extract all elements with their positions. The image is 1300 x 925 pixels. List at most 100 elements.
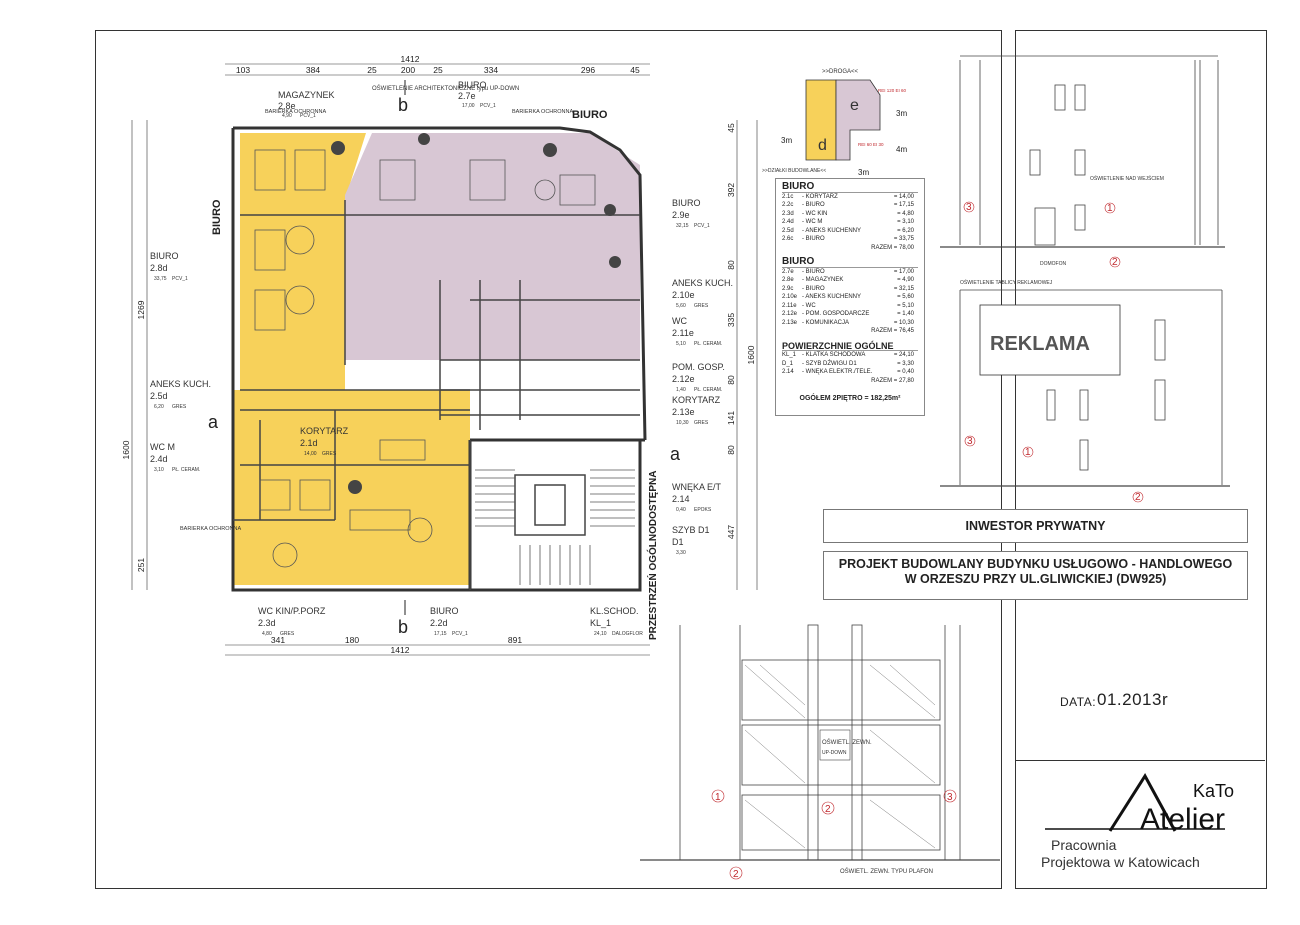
schedule-row: 2.2c- BIURO= 17,15 bbox=[782, 201, 918, 210]
schedule-cell-name: - WC KIN bbox=[802, 210, 828, 217]
elevation-bottom: OŚWIETL. ZEWN. UP-DOWN OŚWIETL. ZEWN. TY… bbox=[640, 624, 1000, 880]
sheet-frame bbox=[95, 30, 1002, 889]
schedule-row: 2.6c- BIURO= 33,75 bbox=[782, 235, 918, 244]
schedule-row: 2.10e- ANEKS KUCHENNY= 5,60 bbox=[782, 293, 918, 302]
svg-text:2.4d: 2.4d bbox=[150, 454, 168, 464]
svg-text:WNĘKA E/T: WNĘKA E/T bbox=[672, 482, 722, 492]
logo-box: KaTo Atelier Pracownia Projektowa w Kato… bbox=[1015, 760, 1265, 888]
schedule-total: RAZEM = 27,80 bbox=[871, 377, 914, 384]
dim-left-2: 251 bbox=[136, 558, 146, 572]
schedule-cell-value: = 3,30 bbox=[897, 360, 914, 367]
schedule-cell-code: 2.10e bbox=[782, 294, 798, 300]
zone-white-core bbox=[345, 360, 470, 390]
date-label: DATA: bbox=[1060, 695, 1097, 709]
schedule-row: 2.14- WNĘKA ELEKTR./TELE.= 0,40 bbox=[782, 368, 918, 377]
logo-small-text: KaTo bbox=[1193, 781, 1234, 801]
schedule-row: 2.4d- WC M= 3,10 bbox=[782, 218, 918, 227]
dim-right-5: 141 bbox=[726, 411, 736, 425]
elev-top-markers: 1 2 3 bbox=[963, 201, 1121, 268]
plant-icon bbox=[331, 141, 345, 155]
schedule-cell-value: = 1,40 bbox=[897, 311, 914, 317]
room-tag: MAGAZYNEK 2.8e 4,90 PCV_1 bbox=[278, 90, 335, 119]
logo-sub-1: Pracownia bbox=[1051, 837, 1117, 853]
side-label-biuro: BIURO bbox=[211, 199, 223, 235]
svg-text:10,30: 10,30 bbox=[676, 420, 689, 426]
dim-right-total: 1600 bbox=[746, 345, 756, 364]
schedule-row: 2.9c- BIURO= 32,15 bbox=[782, 285, 918, 294]
schedule-cell-value: = 4,90 bbox=[897, 277, 914, 283]
dim-total-bottom: 1412 bbox=[391, 645, 410, 655]
top-label-biuro: BIURO bbox=[572, 109, 608, 121]
elev-mid-top-label: OŚWIETLENIE TABLICY REKLAMOWEJ bbox=[960, 278, 1053, 286]
schedule-row: 2.8e- MAGAZYNEK= 4,90 bbox=[782, 276, 918, 285]
svg-text:2.12e: 2.12e bbox=[672, 374, 695, 384]
schedule-grand-total: OGÓŁEM 2PIĘTRO = 182,25m² bbox=[799, 395, 901, 402]
marker: 3 bbox=[967, 436, 973, 447]
elev-bottom-plafon-label: OŚWIETL. ZEWN. TYPU PLAFON bbox=[840, 867, 933, 875]
room-tag: WNĘKA E/T 2.14 0,40 EPOKS bbox=[672, 482, 722, 513]
elev-mid-markers: 1 2 3 bbox=[964, 435, 1144, 503]
schedule-row: 2.11e- WC= 5,10 bbox=[782, 302, 918, 311]
key-plan: >>DROGA<< d e 3m 3m 4m 3m REI 120 EI 60 … bbox=[762, 69, 907, 177]
elevation-top bbox=[940, 55, 1225, 248]
atelier-logo-icon: KaTo Atelier bbox=[1045, 773, 1234, 836]
schedule-cell-name: - BIURO bbox=[802, 202, 825, 208]
zone-purple bbox=[345, 133, 640, 360]
schedule-row: D_1- SZYB DŹWIGU D1= 3,30 bbox=[782, 360, 918, 369]
barrier-label-1: BARIERKA OCHRONNA bbox=[265, 109, 326, 115]
schedule-cell-name: - KLATKA SCHODOWA bbox=[802, 352, 866, 358]
key-dim-2: 4m bbox=[896, 145, 907, 154]
schedule-row: 2.12e- POM. GOSPODARCZE= 1,40 bbox=[782, 310, 918, 319]
svg-text:BIURO: BIURO bbox=[150, 251, 179, 261]
svg-text:KL.SCHOD.: KL.SCHOD. bbox=[590, 606, 639, 616]
svg-text:D1: D1 bbox=[672, 537, 684, 547]
barrier-label-3: BARIERKA OCHRONNA bbox=[180, 526, 241, 532]
svg-text:2.8e: 2.8e bbox=[278, 101, 296, 111]
schedule-row: 2.5d- ANEKS KUCHENNY= 6,20 bbox=[782, 227, 918, 236]
dim-right-7: 447 bbox=[726, 525, 736, 539]
section-b-bottom: b bbox=[398, 617, 408, 637]
schedule-cell-code: 2.13e bbox=[782, 319, 798, 326]
schedule-cell-name: - WC M bbox=[802, 219, 823, 225]
dim-right-0: 45 bbox=[726, 123, 736, 133]
logo-big-text: Atelier bbox=[1140, 803, 1225, 836]
section-b-top: b bbox=[398, 95, 408, 115]
schedule-section-title: BIURO bbox=[782, 182, 918, 193]
schedule-row: 2.13e- KOMUNIKACJA= 10,30 bbox=[782, 319, 918, 328]
schedule-cell-value: = 14,00 bbox=[893, 193, 914, 200]
schedule-row: KL_1- KLATKA SCHODOWA= 24,10 bbox=[782, 351, 918, 360]
schedule-cell-value: = 24,10 bbox=[893, 352, 914, 358]
room-tag: BIURO 2.9e 32,15 PCV_1 bbox=[672, 198, 710, 229]
room-tag: POM. GOSP. 2.12e 1,40 PŁ. CERAM. bbox=[672, 362, 725, 393]
svg-text:5,10: 5,10 bbox=[676, 341, 686, 347]
room-tag: WC 2.11e 5,10 PŁ. CERAM. bbox=[672, 316, 722, 347]
svg-text:ANEKS KUCH.: ANEKS KUCH. bbox=[150, 379, 211, 389]
plant-icons bbox=[331, 133, 621, 494]
room-tag: WC KIN/P.PORZ 2.3d 4,80 GRES bbox=[258, 606, 326, 637]
schedule-cell-name: - BIURO bbox=[802, 285, 825, 292]
schedule-cell-code: 2.6c bbox=[782, 236, 794, 242]
svg-text:PCV_1: PCV_1 bbox=[300, 113, 316, 119]
elev-top-light-label: OŚWIETLENIE NAD WEJŚCIEM bbox=[1090, 174, 1164, 182]
room-tag: WC M 2.4d 3,10 PŁ. CERAM. bbox=[150, 442, 200, 473]
schedule-cell-value: = 5,10 bbox=[897, 302, 914, 309]
schedule-cell-name: - WC bbox=[802, 302, 816, 309]
schedule-cell-value: = 0,40 bbox=[897, 369, 914, 375]
svg-text:1,40: 1,40 bbox=[676, 387, 686, 393]
marker: 3 bbox=[947, 792, 953, 803]
plant-icon bbox=[609, 256, 621, 268]
svg-text:2.7e: 2.7e bbox=[458, 91, 476, 101]
schedule-cell-name: - BIURO bbox=[802, 236, 825, 242]
svg-text:GRES: GRES bbox=[694, 303, 709, 309]
elevation-mid bbox=[940, 289, 1230, 487]
svg-text:24,10: 24,10 bbox=[594, 631, 607, 637]
dim-right-3: 335 bbox=[726, 313, 736, 327]
sheet-frame-right bbox=[1015, 30, 1267, 889]
marker: 1 bbox=[1107, 203, 1113, 214]
furniture bbox=[254, 149, 596, 568]
svg-text:2.9e: 2.9e bbox=[672, 210, 690, 220]
svg-text:17,00: 17,00 bbox=[462, 103, 475, 109]
dims-left: 1269 1600 251 bbox=[121, 120, 148, 590]
schedule-cell-code: 2.8e bbox=[782, 277, 794, 283]
dim-total-top: 1412 bbox=[401, 55, 420, 64]
